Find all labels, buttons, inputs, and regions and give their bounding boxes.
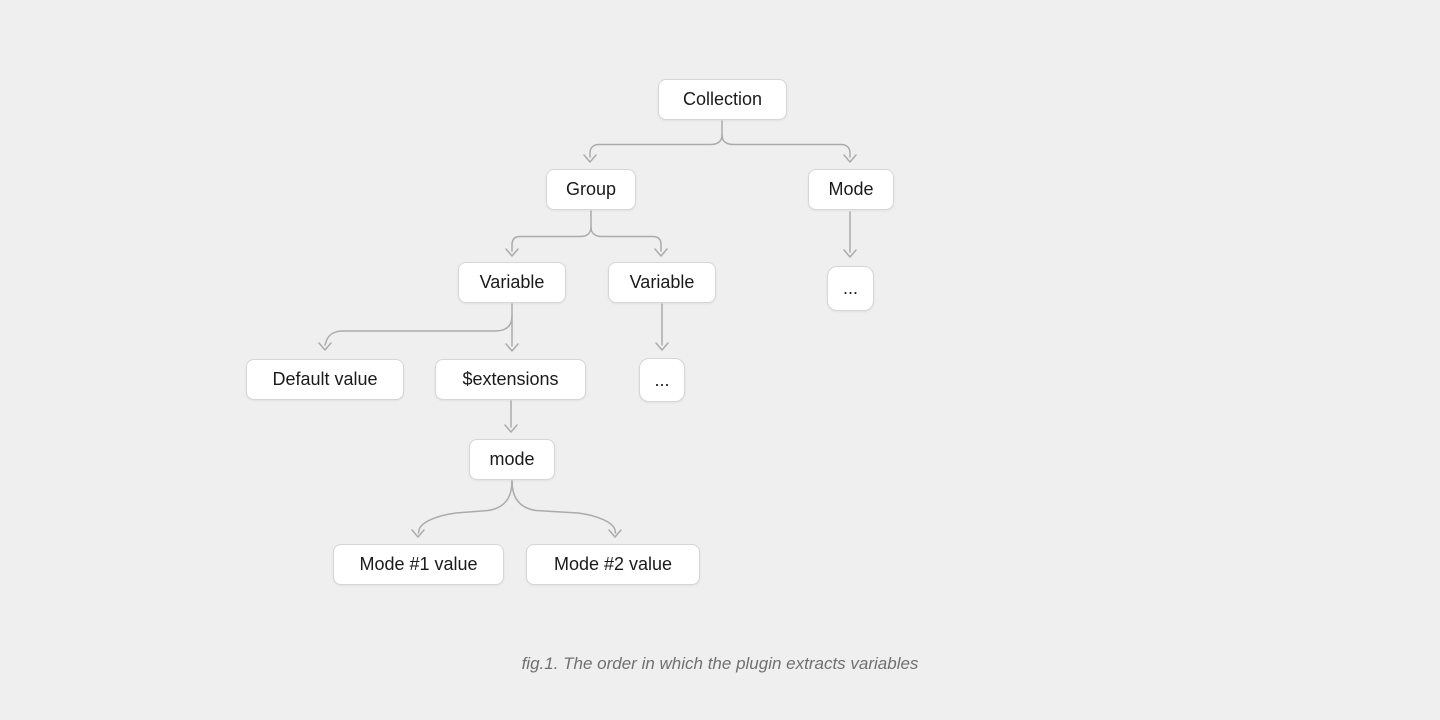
edge-mode-value2 <box>511 480 617 534</box>
edge-mode-value1 <box>417 480 513 534</box>
node-variable-ellipsis: ... <box>639 358 685 402</box>
arrowhead-mode <box>843 154 857 163</box>
node-default-value: Default value <box>246 359 404 400</box>
node-mode2-value: Mode #2 value <box>526 544 700 585</box>
arrowhead-value2 <box>608 529 622 538</box>
arrowhead-variable-right <box>654 248 668 257</box>
node-group: Group <box>546 169 636 210</box>
edge-collection-group <box>589 120 723 158</box>
arrowhead-variable-ellipsis <box>655 342 669 351</box>
node-mode1-value: Mode #1 value <box>333 544 504 585</box>
arrowhead-group <box>583 154 597 163</box>
figure-caption: fig.1. The order in which the plugin ext… <box>521 654 919 673</box>
arrowhead-mode-ellipsis <box>843 249 857 258</box>
node-mode: Mode <box>808 169 894 210</box>
node-variable-left: Variable <box>458 262 566 303</box>
node-mode-key: mode <box>469 439 555 480</box>
arrowhead-default <box>318 342 332 351</box>
node-mode-ellipsis: ... <box>827 266 874 311</box>
edge-variable-default <box>324 315 513 346</box>
node-extensions: $extensions <box>435 359 586 400</box>
arrowhead-variable-left <box>505 248 519 257</box>
arrowhead-mode-key <box>504 424 518 433</box>
node-variable-right: Variable <box>608 262 716 303</box>
edge-group-variable-left <box>511 210 592 252</box>
edge-collection-mode <box>721 134 851 158</box>
arrowhead-extensions <box>505 343 519 352</box>
arrowhead-value1 <box>411 529 425 538</box>
node-collection: Collection <box>658 79 787 120</box>
edge-group-variable-right <box>590 226 662 252</box>
